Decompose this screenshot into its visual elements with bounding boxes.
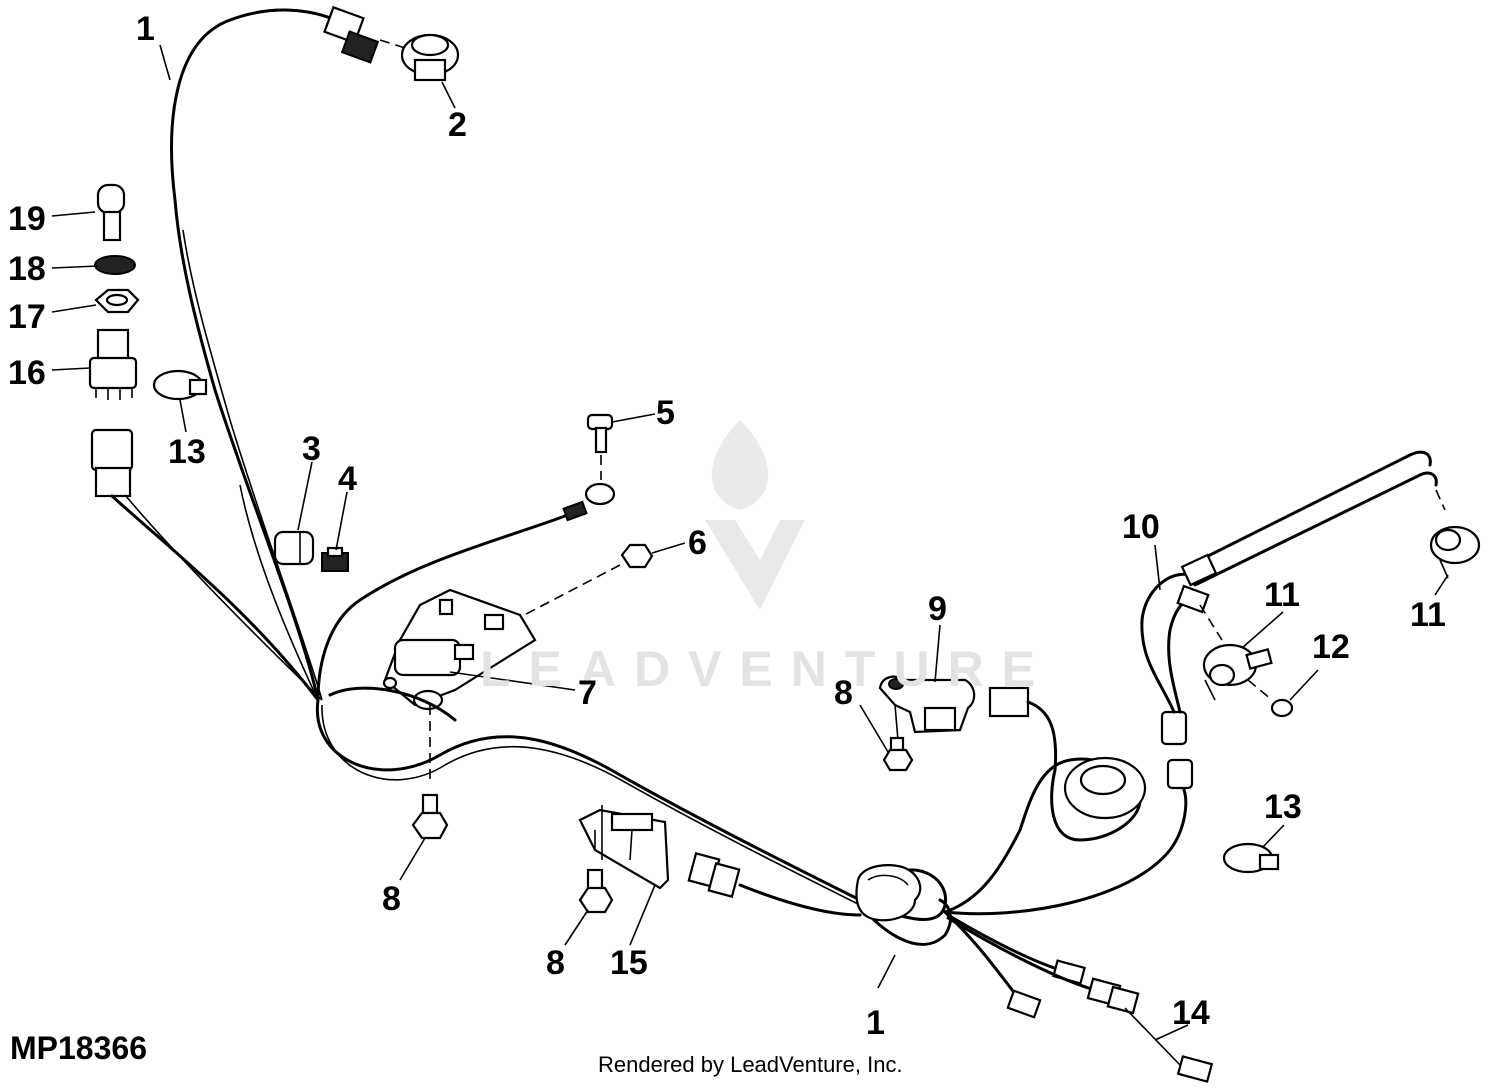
part-11-switch-right: [1429, 525, 1481, 579]
main-harness: [315, 686, 952, 946]
callout-13-right: 13: [1264, 788, 1302, 826]
part-11-switch-left: [1202, 643, 1273, 701]
wire-3-4: [239, 484, 319, 701]
callout-8-left: 8: [382, 880, 401, 918]
callout-1-top: 1: [136, 10, 155, 48]
callout-2: 2: [448, 106, 467, 144]
watermark-text: LEADVENTURE: [480, 641, 1054, 697]
part-18-cap: [94, 255, 136, 275]
watermark-logo: [705, 420, 805, 610]
callout-17: 17: [8, 298, 46, 336]
lead-11a-guide: [1199, 604, 1223, 641]
part-10-leads: [1176, 450, 1438, 614]
callout-3: 3: [302, 430, 321, 468]
nut-6-guide: [504, 564, 621, 626]
part-3-connector: [273, 530, 315, 566]
credit-text: Rendered by LeadVenture, Inc.: [598, 1052, 903, 1077]
part-16-ignition-switch: [88, 328, 138, 400]
part-17-nut: [94, 288, 140, 314]
callout-1-bottom: 1: [866, 1004, 885, 1042]
part-4-fuse: [321, 546, 349, 572]
part-6-nut: [620, 543, 654, 569]
harness-connector-mid: [687, 852, 862, 917]
callout-14: 14: [1172, 994, 1210, 1032]
harness-upper-branch: [170, 8, 342, 702]
grommet: [855, 864, 922, 922]
callout-9: 9: [928, 590, 947, 628]
part-9-switch: [878, 675, 976, 734]
callout-11-right: 11: [1410, 596, 1446, 634]
lead-11b-guide: [1435, 489, 1446, 511]
part-13-clamp-left: [152, 369, 208, 401]
callout-8-right: 8: [834, 674, 853, 712]
upper-connector: [323, 5, 380, 64]
switch-9-guide: [894, 704, 899, 741]
callout-5: 5: [656, 394, 675, 432]
part-8-bolt-right: [882, 736, 914, 772]
leader-lines: [51, 44, 1449, 1041]
part-2-switch: [400, 33, 460, 82]
callout-12: 12: [1312, 628, 1350, 666]
callout-18: 18: [8, 250, 46, 288]
callout-11-left: 11: [1264, 576, 1300, 614]
part-8-bolt-bracket: [578, 868, 614, 914]
harness-right-branch: [943, 572, 1197, 916]
callout-10: 10: [1122, 508, 1160, 546]
callout-13-left: 13: [168, 433, 206, 471]
callout-6: 6: [688, 524, 707, 562]
callout-4: 4: [338, 460, 357, 498]
part-12-screw: [1247, 679, 1294, 718]
ring-terminal: [316, 482, 616, 702]
part-5-bolt: [586, 413, 614, 454]
callout-16: 16: [8, 354, 46, 392]
callout-15: 15: [610, 944, 648, 982]
part-13-clamp-right: [1222, 842, 1280, 874]
right-wire-loop: [943, 686, 1147, 914]
figure-id: MP18366: [10, 1030, 147, 1066]
callout-7: 7: [578, 674, 597, 712]
part-19-key: [96, 183, 126, 242]
ignition-connector: [90, 428, 323, 702]
part-8-bolt-left: [411, 793, 449, 840]
callout-8-bottom: 8: [546, 944, 565, 982]
connector-2-guide: [379, 39, 406, 49]
callout-19: 19: [8, 200, 46, 238]
bottom-leads: [943, 910, 1214, 1083]
